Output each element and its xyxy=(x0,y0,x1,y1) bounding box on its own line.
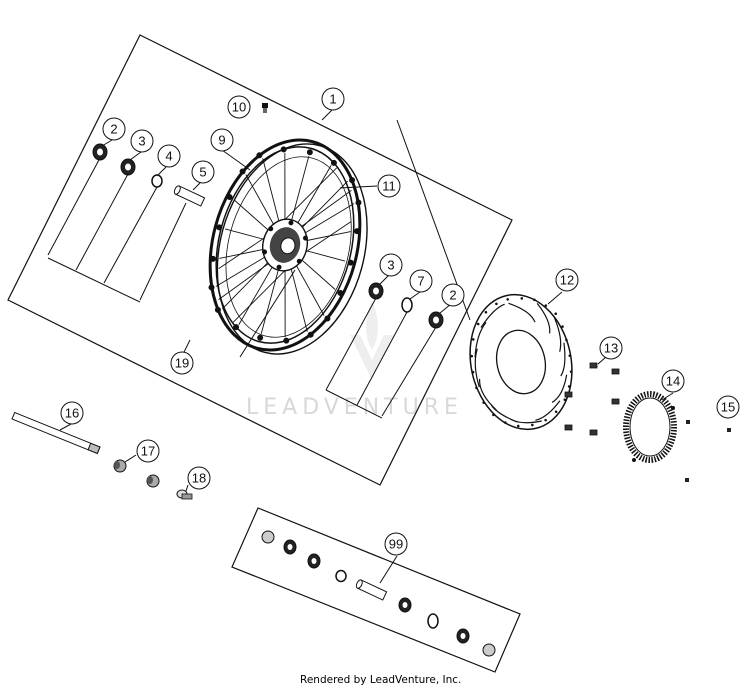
svg-text:12: 12 xyxy=(560,273,574,288)
axle-bolt xyxy=(176,489,193,500)
callout-13: 13 xyxy=(599,336,623,360)
svg-text:19: 19 xyxy=(175,356,189,371)
svg-text:14: 14 xyxy=(666,374,680,389)
callout-11: 11 xyxy=(377,174,401,198)
axle xyxy=(11,411,101,455)
callout-16: 16 xyxy=(60,401,84,425)
svg-text:17: 17 xyxy=(141,444,155,459)
leader-lines xyxy=(47,108,674,584)
callout-3-left: 3 xyxy=(130,129,154,153)
credit-text: Rendered by LeadVenture, Inc. xyxy=(300,674,461,686)
sensor-ring xyxy=(623,391,677,463)
callout-17: 17 xyxy=(136,439,160,463)
wheel xyxy=(208,138,368,355)
svg-text:15: 15 xyxy=(721,400,735,415)
left-hub-parts xyxy=(92,143,206,207)
kit-frame xyxy=(231,507,521,673)
brake-disc xyxy=(469,293,573,431)
callout-7: 7 xyxy=(409,269,433,293)
svg-text:7: 7 xyxy=(417,274,424,289)
svg-text:13: 13 xyxy=(604,341,618,356)
callout-9: 9 xyxy=(210,128,234,152)
wheel-hub xyxy=(262,218,308,272)
small-screws xyxy=(685,420,731,482)
callout-12: 12 xyxy=(555,268,579,292)
svg-text:2: 2 xyxy=(449,288,456,303)
svg-text:2: 2 xyxy=(110,122,117,137)
callout-18: 18 xyxy=(187,466,211,490)
svg-text:18: 18 xyxy=(192,471,206,486)
wheel-assembly-frame xyxy=(7,34,513,486)
right-hub-parts xyxy=(368,282,444,329)
svg-text:9: 9 xyxy=(218,133,225,148)
svg-text:11: 11 xyxy=(382,179,396,194)
svg-text:1: 1 xyxy=(329,92,336,107)
axle-spacers xyxy=(113,459,160,488)
svg-text:3: 3 xyxy=(138,134,145,149)
callout-4: 4 xyxy=(157,144,181,168)
disc-screws xyxy=(564,362,620,436)
kit-parts xyxy=(261,530,496,657)
callout-19: 19 xyxy=(170,351,194,375)
callout-2-left: 2 xyxy=(102,117,126,141)
callout-2-right: 2 xyxy=(441,283,465,307)
svg-text:4: 4 xyxy=(165,149,172,164)
callout-3-right: 3 xyxy=(379,253,403,277)
svg-text:5: 5 xyxy=(199,165,206,180)
callout-5: 5 xyxy=(191,160,215,184)
callout-1: 1 xyxy=(321,87,345,111)
svg-text:99: 99 xyxy=(389,537,403,552)
watermark-logo-icon xyxy=(350,300,394,380)
svg-text:16: 16 xyxy=(65,406,79,421)
callout-14: 14 xyxy=(661,369,685,393)
callout-15: 15 xyxy=(716,395,740,419)
callout-10: 10 xyxy=(227,95,251,119)
callout-99: 99 xyxy=(384,532,408,556)
svg-text:10: 10 xyxy=(232,100,246,115)
svg-text:3: 3 xyxy=(387,258,394,273)
valve-part xyxy=(262,103,268,113)
watermark-text: LEADVENTURE xyxy=(246,395,463,420)
